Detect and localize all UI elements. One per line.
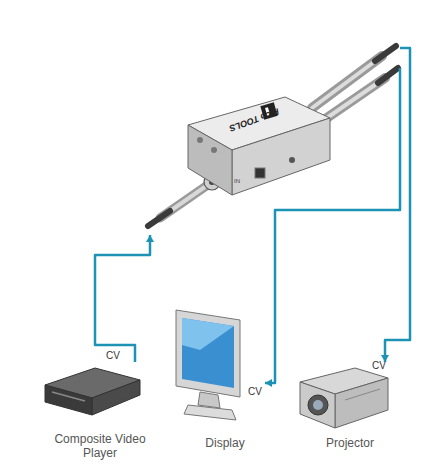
signal-connector	[95, 235, 154, 362]
device-name: Projector	[300, 436, 400, 450]
brand-label: Pico TOOLS	[228, 106, 281, 133]
arrow-head	[265, 379, 272, 387]
device-name: Display	[185, 436, 265, 450]
arrow-head	[146, 235, 154, 242]
output-cables	[312, 46, 398, 124]
video-player	[45, 368, 140, 415]
connector-line	[385, 48, 410, 362]
input-cable	[148, 174, 220, 226]
signal-label: CV	[372, 360, 386, 371]
signal-connector	[381, 48, 410, 362]
monitor	[176, 310, 240, 420]
signal-label: CV	[106, 350, 120, 361]
device-box: Pico TOOLS	[140, 35, 400, 235]
distribution-amplifier	[188, 97, 330, 195]
signal-connector	[265, 68, 400, 387]
projector	[300, 368, 388, 428]
device-node: Projector	[300, 362, 400, 450]
device-node: Composite Video Player	[45, 362, 155, 460]
connector-line	[265, 68, 400, 383]
signal-label: CV	[248, 386, 262, 397]
device-node: Display	[185, 305, 265, 450]
device-name: Composite Video Player	[45, 432, 155, 460]
connector-line	[95, 235, 150, 362]
arrow-head	[381, 355, 389, 362]
port-label: IN	[234, 178, 240, 184]
